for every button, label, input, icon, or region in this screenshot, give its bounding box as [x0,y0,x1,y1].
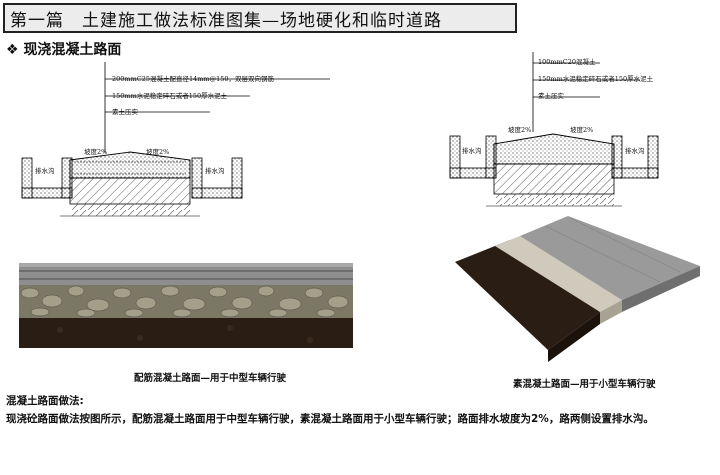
reinforced-road-render [19,263,353,348]
right-note-soil: 素土压实 [538,92,564,100]
reinforced-concrete-slab [69,151,191,179]
right-drain-ditch [191,157,243,199]
right-drain-label-r: 排水沟 [625,147,645,155]
right-caption: 素混凝土路面—用于小型车辆行驶 [513,379,656,390]
left-drain-label-l: 排水沟 [35,167,55,175]
right-compacted-soil-layer [494,194,614,206]
title-bar [3,3,517,33]
description-heading: 混凝土路面做法: [6,395,84,407]
left-note-slab: 200mmC25混凝土配直径14mm@150，双层双向钢筋 [112,75,274,83]
left-note-soil: 素土压实 [112,108,138,116]
right-slope-right: 坡度2% [570,126,594,134]
right-drawing-left-ditch [449,135,497,179]
compacted-soil-layer [70,204,190,216]
diamond-bullet-icon: ❖ [6,42,19,58]
right-gravel-base-layer [493,163,615,195]
right-note-base: 150mm水泥稳定碎石或者150厚水泥土 [538,75,654,83]
page-title: 第一篇 土建施工做法标准图集—场地硬化和临时道路 [10,11,442,31]
left-drain-ditch [21,157,73,199]
right-drain-label-l: 排水沟 [462,147,482,155]
right-drawing-right-ditch [611,135,659,179]
plain-road-render [455,216,700,362]
left-slope-left: 坡度2% [84,148,108,156]
left-note-base: 150mm水泥稳定碎石或者150厚水泥土 [112,92,228,100]
left-caption: 配筋混凝土路面—用于中型车辆行驶 [134,373,287,384]
right-slope-left: 坡度2% [508,126,532,134]
left-drain-label-r: 排水沟 [205,167,225,175]
section-title: 现浇混凝土路面 [23,42,122,58]
section-heading: ❖ 现浇混凝土路面 [6,39,121,59]
plain-concrete-slab [493,133,615,165]
right-leader-lines [532,52,640,132]
left-slope-right: 坡度2% [146,148,170,156]
left-leader-lines [104,62,330,153]
description-body: 现浇砼路面做法按图所示，配筋混凝土路面用于中型车辆行驶，素混凝土路面用于小型车辆… [6,413,654,425]
right-note-slab: 100mmC20混凝土 [538,58,596,66]
gravel-base-layer [69,177,191,205]
